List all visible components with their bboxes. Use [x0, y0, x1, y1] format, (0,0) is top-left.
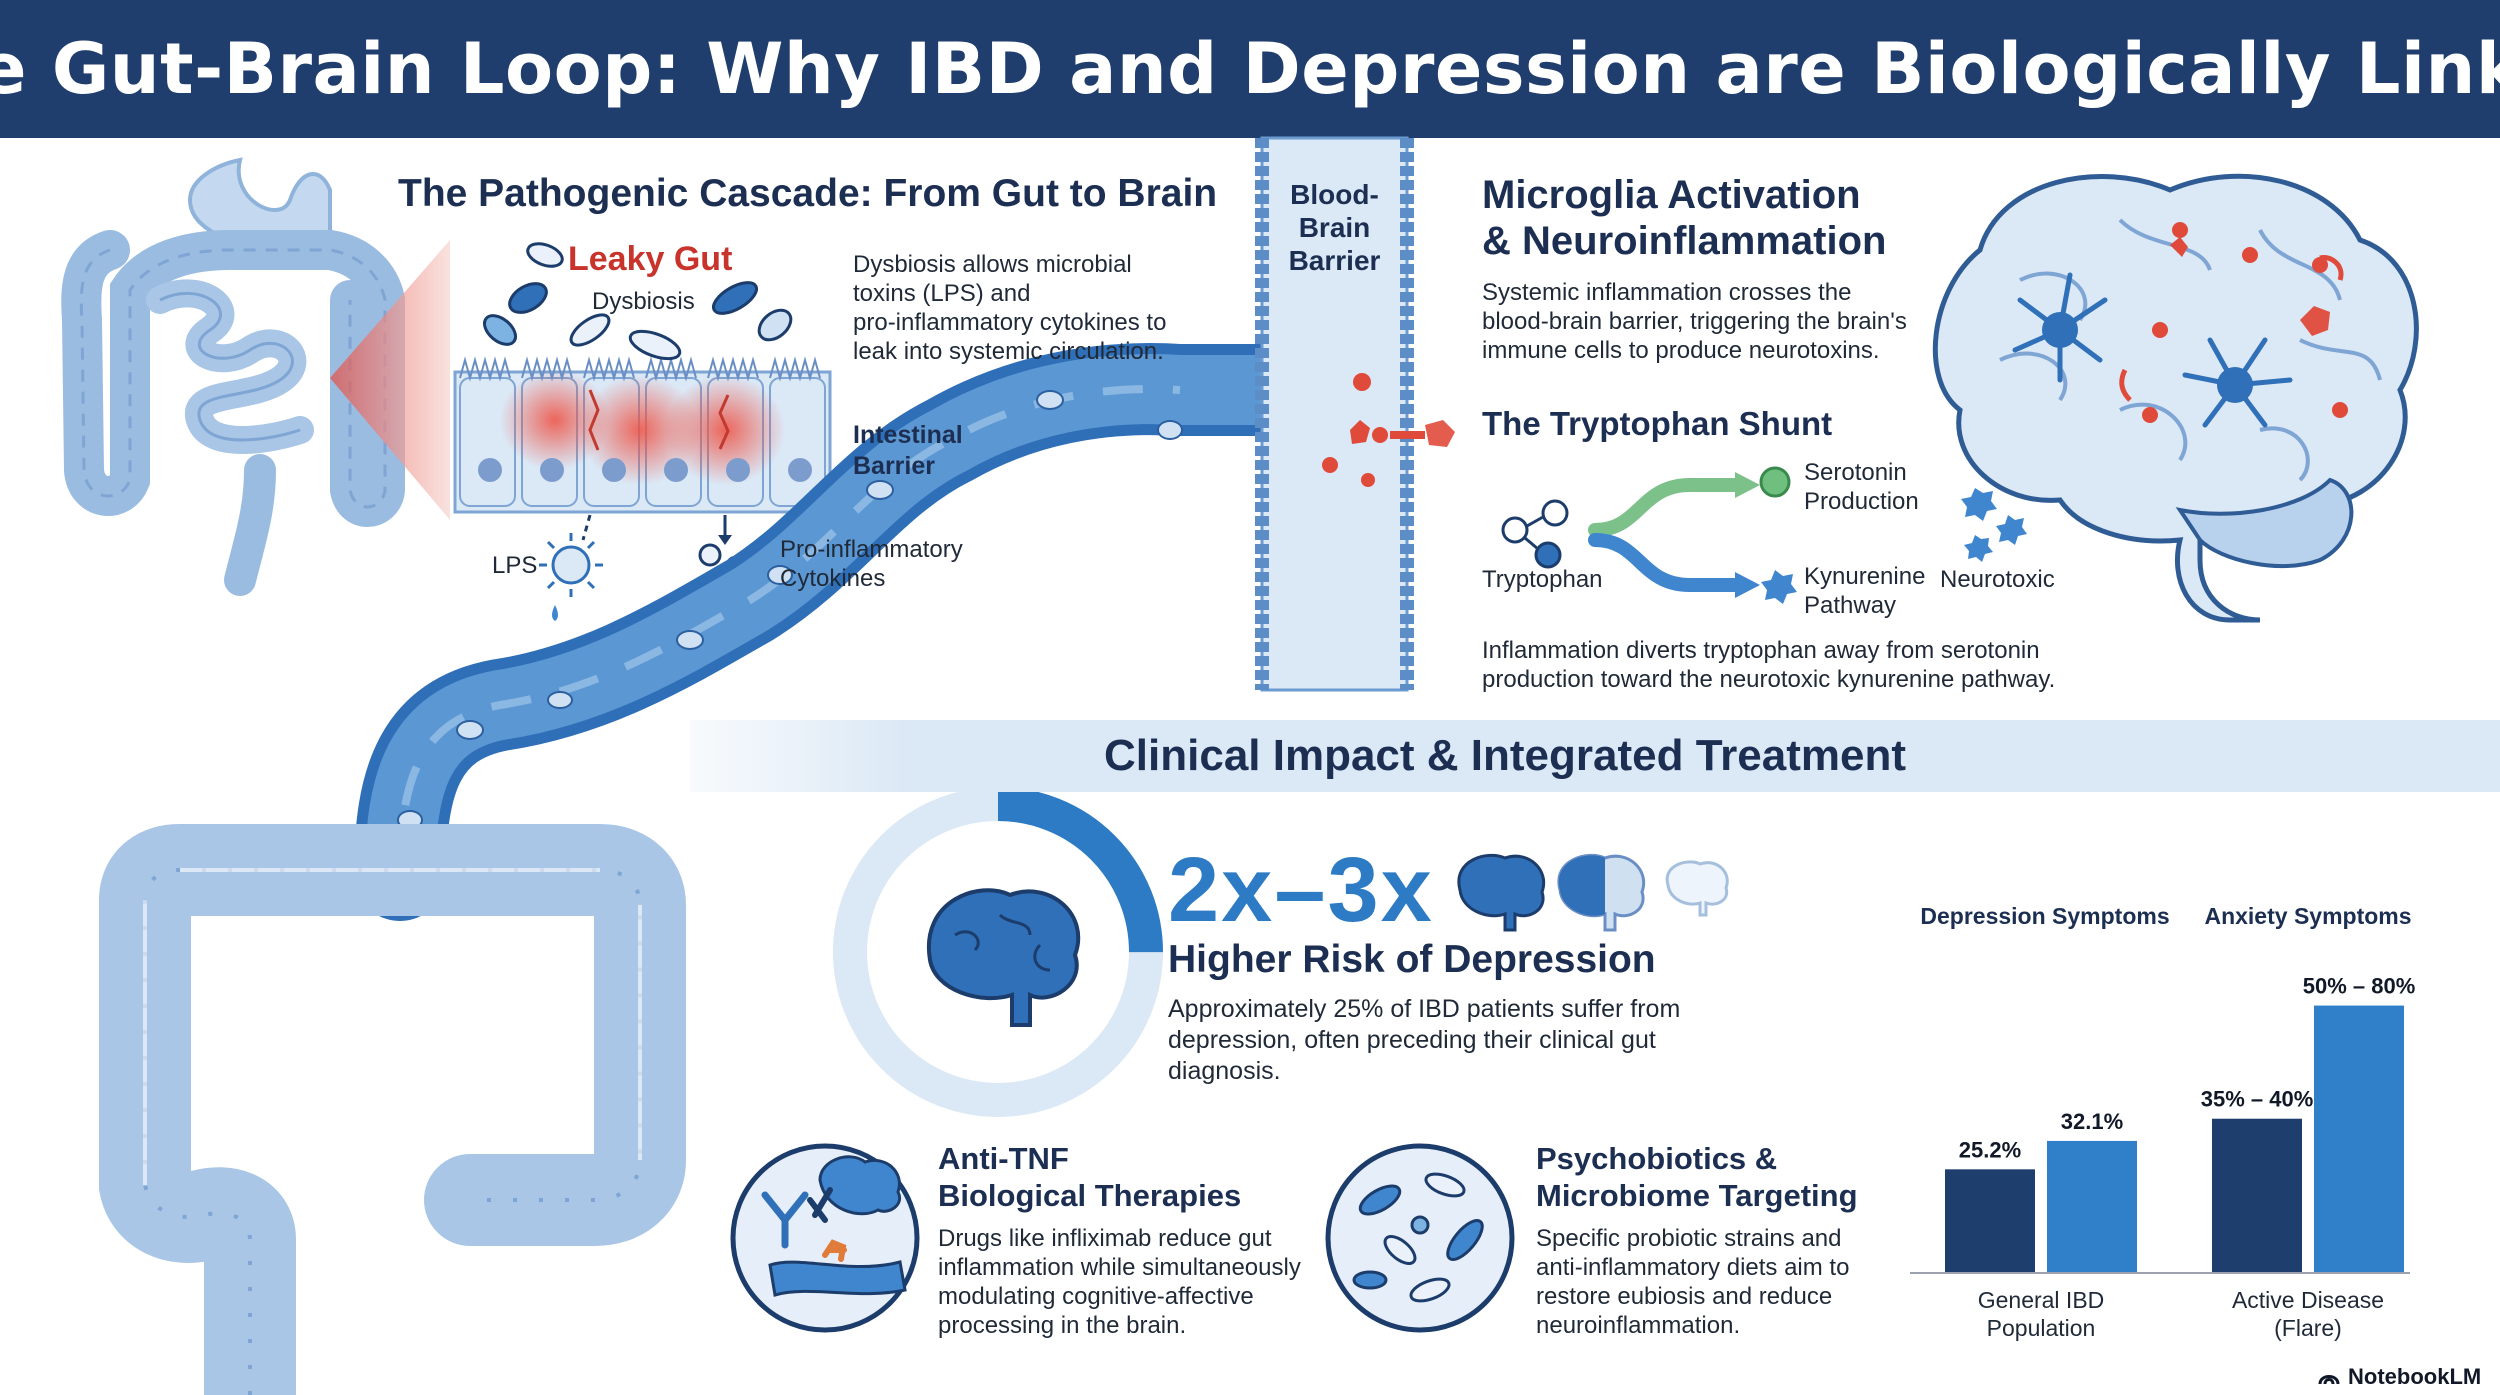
tryptophan-heading: The Tryptophan Shunt: [1482, 405, 1833, 442]
clinical-band: [690, 720, 2500, 792]
psychobiotics-description: Specific probiotic strains and anti-infl…: [1536, 1225, 1850, 1339]
bar-label-1-1: 50% – 80%: [2303, 974, 2416, 999]
x-tick-label-0-1: Population: [1987, 1315, 2096, 1341]
risk-description: Approximately 25% of IBD patients suffer…: [1168, 995, 1681, 1085]
bar-label-1-0: 32.1%: [2061, 1109, 2123, 1134]
serotonin-label: Serotonin Production: [1804, 459, 1919, 515]
risk-multiplier: 2x–3x: [1168, 839, 1434, 941]
bar-label-0-1: 35% – 40%: [2201, 1087, 2314, 1112]
blood-vessel: [354, 343, 1306, 921]
x-tick-label-1-0: Active Disease: [2232, 1287, 2384, 1313]
tryptophan-description: Inflammation diverts tryptophan away fro…: [1482, 637, 2056, 693]
pathway-arrows: [1588, 472, 1760, 598]
cascade-description: Dysbiosis allows microbial toxins (LPS) …: [853, 251, 1167, 365]
colon-icon: [99, 824, 686, 1395]
notebooklm-logo-icon: [2318, 1375, 2340, 1385]
legend-depression: Depression Symptoms: [1920, 903, 2169, 929]
clinical-heading: Clinical Impact & Integrated Treatment: [1104, 731, 1906, 780]
x-tick-label-1-1: (Flare): [2274, 1315, 2342, 1341]
neurotoxic-label: Neurotoxic: [1940, 566, 2055, 593]
intestinal-barrier-label: Intestinal Barrier: [853, 421, 963, 480]
leaky-gut-label: Leaky Gut: [568, 240, 733, 278]
symptoms-bar-chart: Depression Symptoms Anxiety Symptoms 25.…: [1910, 903, 2416, 1341]
cytokines-label: Pro-inflammatory Cytokines: [780, 536, 963, 592]
bar-depression-0: [1945, 1169, 2035, 1273]
microglia-description: Systemic inflammation crosses the blood-…: [1482, 279, 1907, 364]
brand-mark: NotebookLM: [2318, 1364, 2481, 1390]
neurotoxic-icon: [1961, 488, 2027, 562]
lps-icon: [539, 514, 603, 648]
blood-brain-barrier: [1255, 136, 1455, 692]
psychobiotics-heading: Psychobiotics & Microbiome Targeting: [1536, 1141, 1858, 1213]
bar-anxiety-0: [2047, 1140, 2137, 1273]
anti-tnf-description: Drugs like infliximab reduce gut inflamm…: [938, 1225, 1301, 1339]
intestinal-barrier-cells: [453, 356, 832, 514]
cascade-heading: The Pathogenic Cascade: From Gut to Brai…: [398, 172, 1218, 215]
dysbiosis-label: Dysbiosis: [592, 288, 695, 315]
brain-microglia-icon: [1932, 173, 2419, 623]
tryptophan-label: Tryptophan: [1482, 566, 1603, 593]
x-tick-label-0-0: General IBD: [1978, 1287, 2105, 1313]
anti-tnf-heading: Anti-TNF Biological Therapies: [938, 1141, 1242, 1213]
digestive-tract-icon: [61, 157, 405, 596]
lps-label: LPS: [492, 552, 538, 579]
microbiome-icon: [1325, 1143, 1515, 1333]
kynurenine-icon: [1761, 570, 1797, 604]
brain-scale-icons: [1457, 853, 1729, 932]
anti-tnf-icon: [730, 1143, 920, 1333]
microglia-heading: Microglia Activation & Neuroinflammation: [1482, 173, 1887, 263]
page-title: The Gut-Brain Loop: Why IBD and Depressi…: [0, 28, 2500, 110]
legend-anxiety: Anxiety Symptoms: [2204, 903, 2411, 929]
title-banner: The Gut-Brain Loop: Why IBD and Depressi…: [0, 0, 2500, 138]
risk-ring: [833, 787, 1163, 1117]
risk-label: Higher Risk of Depression: [1168, 938, 1656, 981]
kynurenine-label: Kynurenine Pathway: [1804, 563, 1926, 619]
brand-name: NotebookLM: [2348, 1364, 2482, 1389]
bar-depression-1: [2212, 1118, 2302, 1273]
bbb-label: Blood- Brain Barrier: [1288, 179, 1381, 276]
bacteria-icon: [483, 242, 793, 361]
zoom-cone: [330, 240, 450, 520]
tryptophan-molecule-icon: [1501, 499, 1569, 569]
serotonin-icon: [1759, 466, 1791, 498]
bar-label-0-0: 25.2%: [1959, 1137, 2021, 1162]
bar-anxiety-1: [2314, 1005, 2404, 1273]
